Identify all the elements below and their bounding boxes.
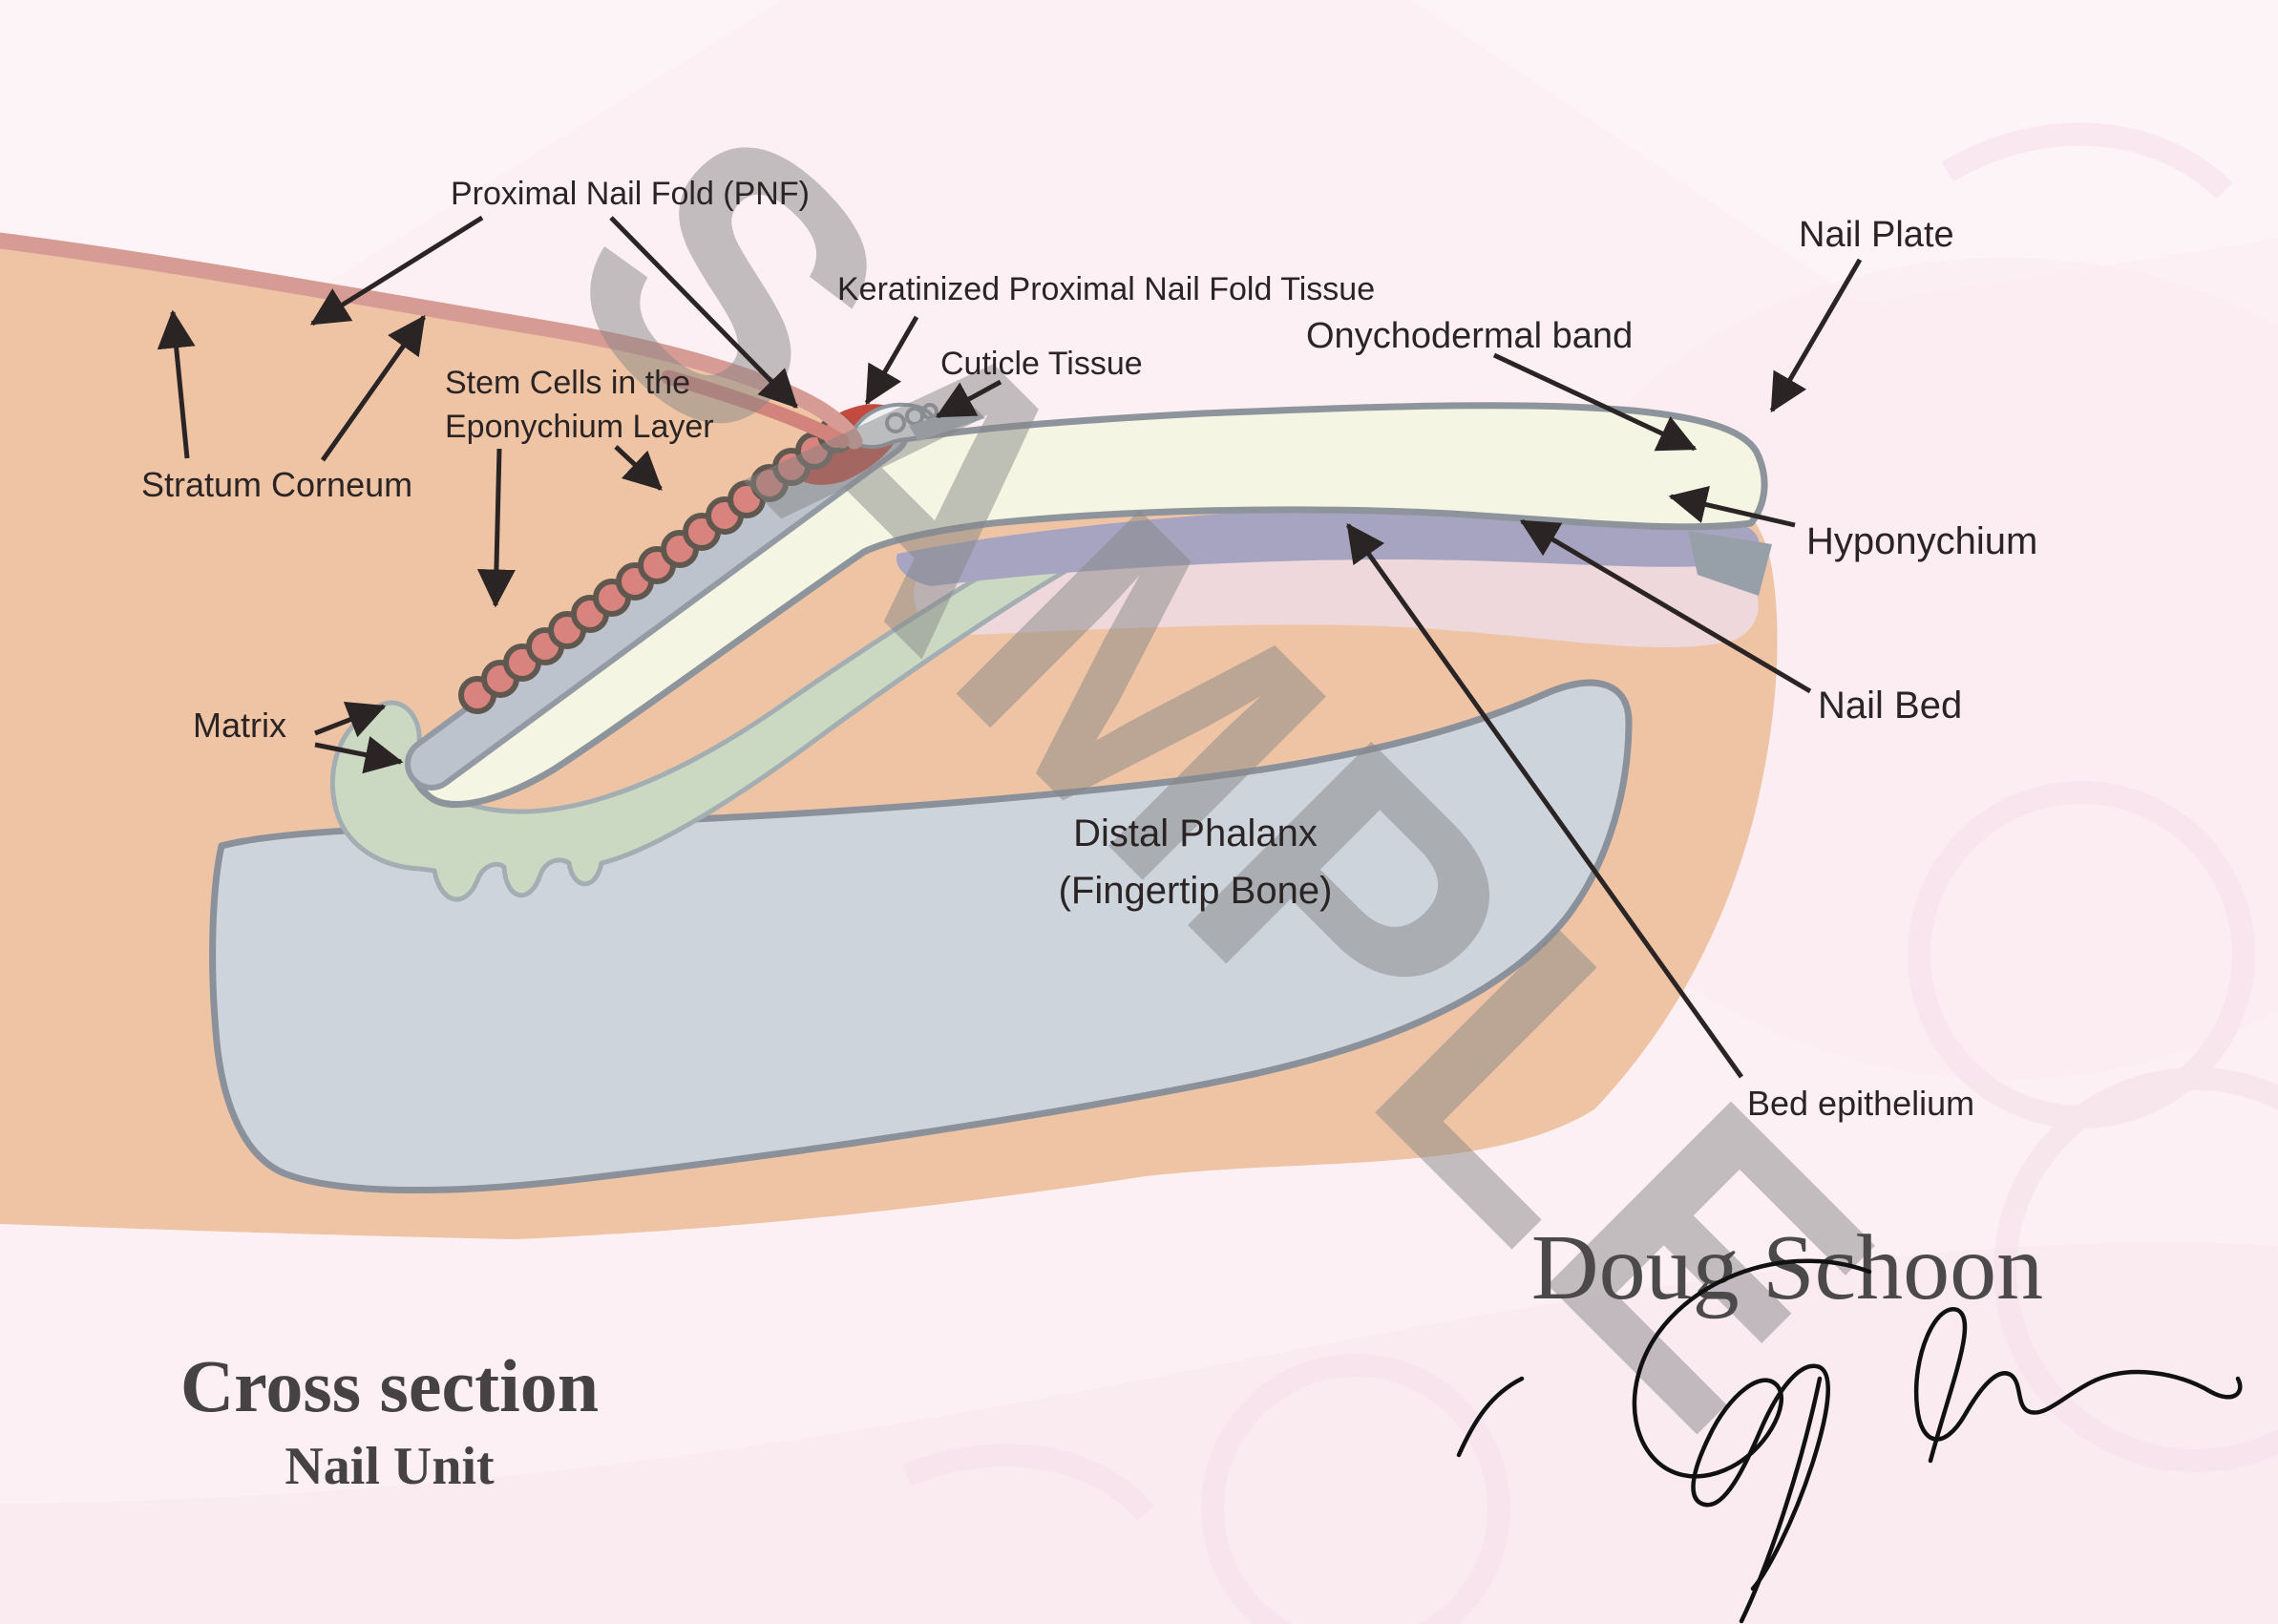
hyponychium-shape [1688,531,1772,596]
label-distal-phalanx-line2: (Fingertip Bone) [1059,870,1333,912]
label-nail-plate: Nail Plate [1799,215,1954,255]
label-bed-epithelium: Bed epithelium [1747,1084,1974,1123]
callout-arrows [157,215,1863,1079]
page-subtitle: Nail Unit [285,1437,495,1496]
label-proximal-nail-fold: Proximal Nail Fold (PNF) [451,176,810,212]
stratum-corneum-surface [0,232,863,450]
arrow-nail-plate [1769,258,1863,413]
arrow-matrix-upper [314,701,387,738]
light-streak [0,0,783,496]
label-matrix: Matrix [193,706,286,745]
page-title: Cross section [180,1344,599,1427]
label-distal-phalanx-line1: Distal Phalanx [1073,812,1318,854]
arrow-stratum-corneum-left [157,309,196,459]
label-cuticle-tissue: Cuticle Tissue [940,346,1143,382]
label-nail-bed: Nail Bed [1818,685,1962,727]
arrow-onychodermal-band [1492,352,1698,452]
arrow-keratinized-pnf [864,315,919,406]
arrow-bed-epithelium [1345,522,1744,1079]
label-hyponychium: Hyponychium [1806,520,2037,562]
label-stem-cells-line2: Eponychium Layer [445,409,714,445]
flourish-decoration [902,122,2278,1624]
arrow-stem-cells-diagonal [614,445,663,491]
arrow-hyponychium [1668,485,1796,528]
label-onychodermal-band: Onychodermal band [1306,316,1633,356]
author-name: Doug Schoon [1531,1216,2043,1319]
label-stratum-corneum: Stratum Corneum [141,465,412,504]
arrow-proximal-nail-fold-left [309,215,484,327]
arrow-cuticle-tissue [935,379,1002,419]
pink-wash [0,1242,2278,1624]
arrow-stem-cells-vertical [476,448,516,608]
light-streak [1413,0,2278,304]
arrow-stratum-corneum-right [320,314,427,462]
label-keratinized-pnf: Keratinized Proximal Nail Fold Tissue [837,271,1375,307]
author-signature [1456,1258,2243,1624]
arrow-nail-bed [1519,518,1812,694]
callout-labels: Proximal Nail Fold (PNF) Keratinized Pro… [141,176,2037,1123]
eponychium-layer-band [405,405,910,791]
arrow-matrix-lower [314,736,404,774]
arrow-proximal-nail-fold-right [609,216,798,409]
keratinized-pnf-tissue-shape [847,402,939,450]
distal-phalanx-bone [209,679,1633,1194]
label-stem-cells-line1: Stem Cells in the [445,365,690,401]
